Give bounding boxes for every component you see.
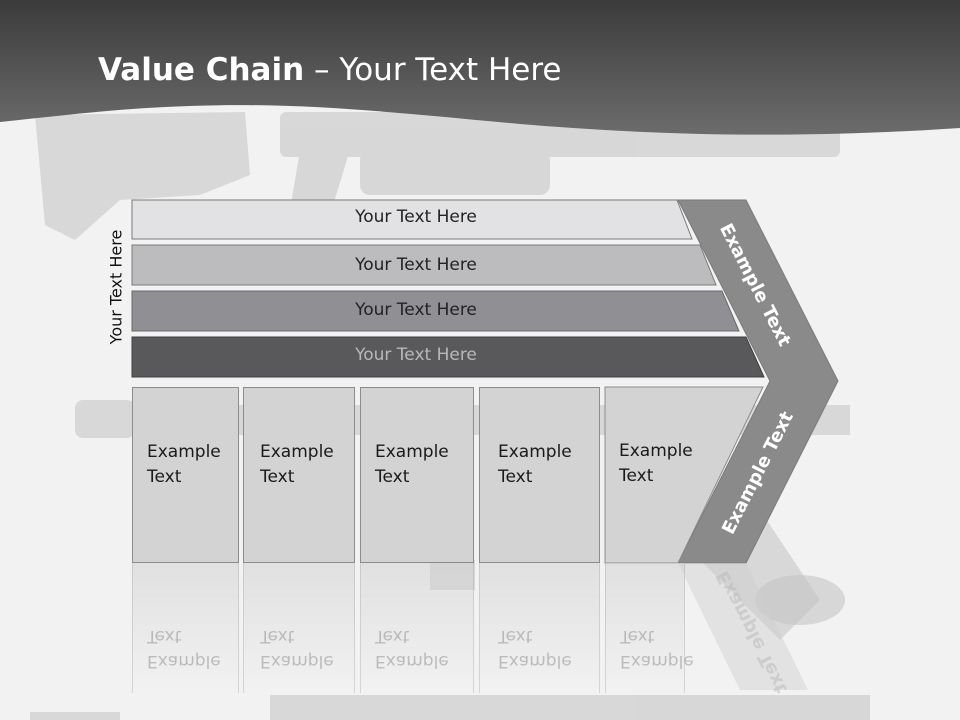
- support-bar-4: [131, 336, 765, 378]
- support-bar-2-label: Your Text Here: [355, 255, 477, 275]
- activity-box-1-line1: Example: [147, 442, 221, 462]
- chevron-arrow: [677, 199, 839, 564]
- activity-box-4-line1: Example: [498, 442, 572, 462]
- support-bar-4-label: Your Text Here: [355, 345, 477, 365]
- support-bar-1-label: Your Text Here: [355, 207, 477, 227]
- support-bar-2: [131, 244, 717, 286]
- chevron-reflection: [678, 563, 808, 690]
- page-title: Value Chain – Your Text Here: [98, 52, 562, 88]
- support-bar-3: [131, 290, 740, 332]
- activity-box-4-line2: Text: [498, 467, 533, 487]
- support-bar-3-label: Your Text Here: [355, 300, 477, 320]
- activity-box-3-line2: Text: [375, 467, 410, 487]
- activity-box-5-line1: Example: [619, 441, 693, 461]
- activity-box-5-line2: Text: [619, 466, 654, 486]
- activity-box-1-line2: Text: [147, 467, 182, 487]
- activity-box-3-line1: Example: [375, 442, 449, 462]
- activity-box-2-line1: Example: [260, 442, 334, 462]
- activity-box-2-line2: Text: [260, 467, 295, 487]
- title-band: [0, 0, 960, 135]
- support-bar-1: [131, 199, 693, 240]
